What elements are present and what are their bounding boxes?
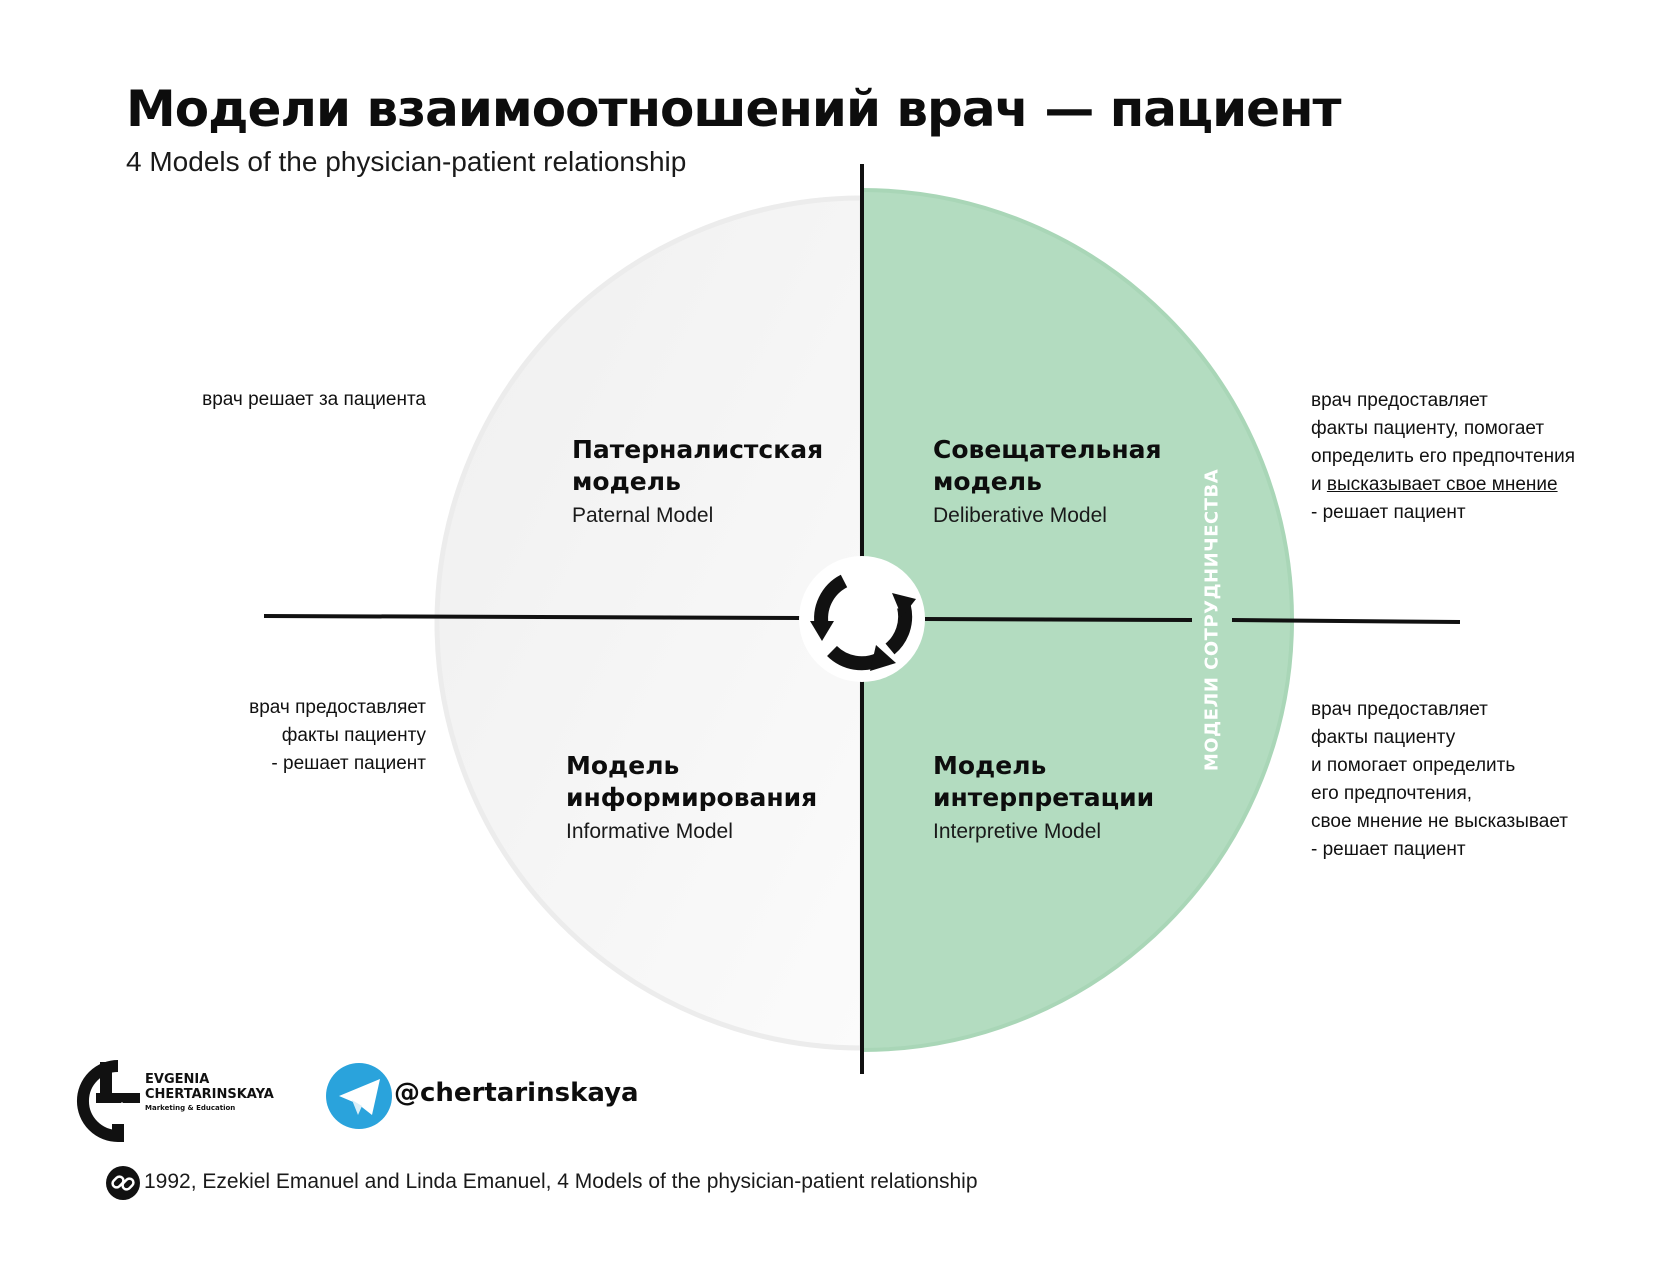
- brand-tagline: Marketing & Education: [145, 1104, 236, 1112]
- quadrant-paternal: Патерналистская модель Paternal Model: [572, 434, 823, 528]
- quadrant-subtitle: Paternal Model: [572, 504, 714, 527]
- page-title: Модели взаимоотношений врач — пациент: [126, 80, 1342, 138]
- quadrant-title: интерпретации: [933, 783, 1155, 812]
- quadrant-title: Патерналистская: [572, 435, 824, 464]
- note-deliberative: врач предоставляет факты пациенту, помог…: [1311, 390, 1575, 523]
- telegram-handle-link[interactable]: @chertarinskaya: [394, 1078, 639, 1108]
- cycle-arrows-icon: [810, 574, 916, 671]
- note-paternal: врач решает за пациента: [202, 389, 426, 410]
- page-subtitle: 4 Models of the physician-patient relati…: [126, 146, 687, 177]
- source-citation: 1992, Ezekiel Emanuel and Linda Emanuel,…: [144, 1170, 978, 1193]
- quadrant-subtitle: Deliberative Model: [933, 504, 1107, 527]
- quadrant-title: информирования: [566, 783, 818, 812]
- quadrant-title: модель: [933, 467, 1042, 496]
- quadrant-title: модель: [572, 467, 681, 496]
- note-interpretive: врач предоставляет факты пациенту и помо…: [1311, 699, 1568, 860]
- horizontal-axis-right: [1231, 618, 1461, 624]
- brand-name: EVGENIA CHERTARINSKAYA: [145, 1072, 274, 1102]
- link-icon: [106, 1166, 140, 1200]
- grey-half-circle: [434, 195, 865, 1051]
- quadrant-subtitle: Informative Model: [566, 820, 733, 843]
- quadrant-title: Совещательная: [933, 435, 1162, 464]
- horizontal-axis-mid: [924, 617, 1193, 622]
- horizontal-axis-left: [263, 614, 801, 620]
- quadrant-interpretive: Модель интерпретации Interpretive Model: [933, 750, 1154, 844]
- quadrant-informative: Модель информирования Informative Model: [566, 750, 817, 844]
- telegram-icon: [326, 1063, 392, 1129]
- note-informative: врач предоставляет факты пациенту - реша…: [249, 697, 426, 774]
- quadrant-title: Модель: [566, 751, 680, 780]
- brand-logo-icon: [77, 1060, 140, 1143]
- quadrant-deliberative: Совещательная модель Deliberative Model: [933, 434, 1162, 528]
- quadrant-subtitle: Interpretive Model: [933, 820, 1102, 843]
- quadrant-title: Модель: [933, 751, 1047, 780]
